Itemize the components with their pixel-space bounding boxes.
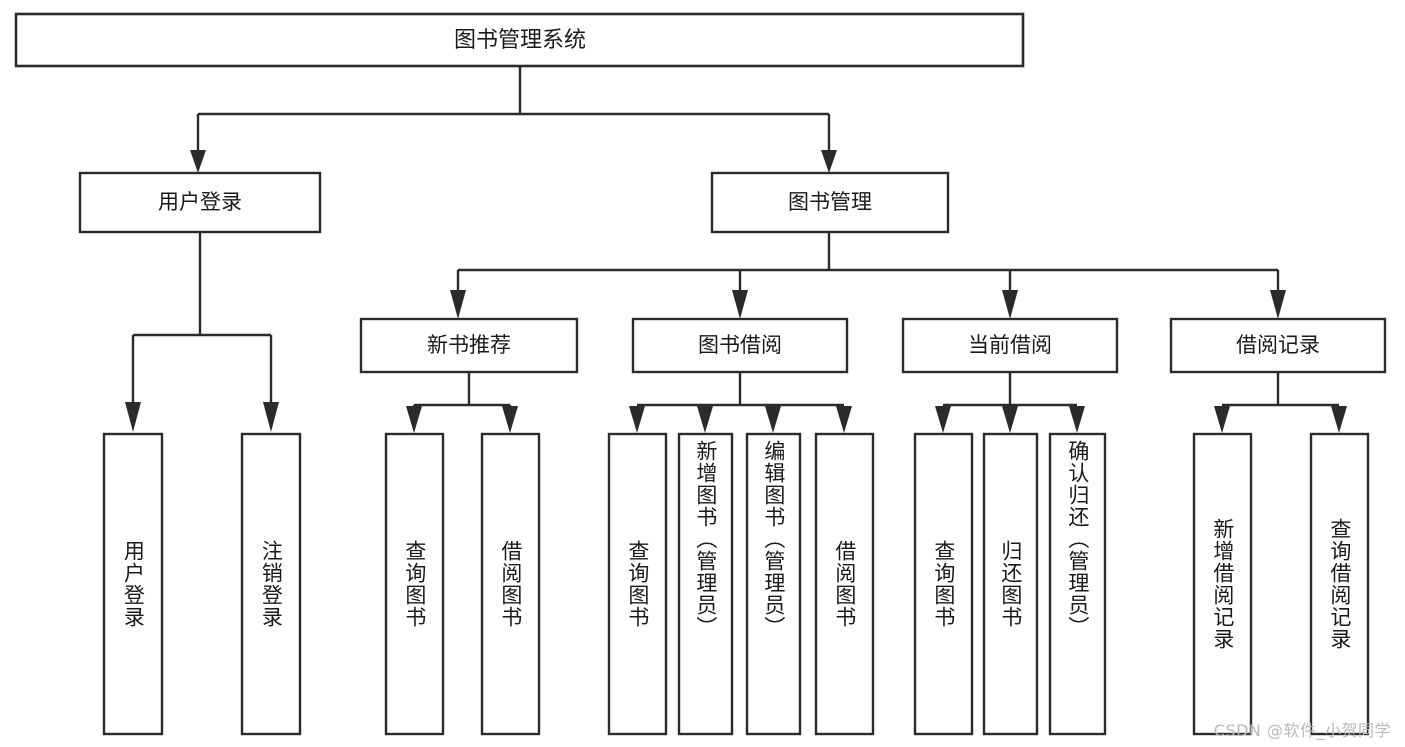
connector-group-new-book-recommend <box>406 372 518 433</box>
arrow-head-borrow-record <box>1270 290 1286 319</box>
node-new-book-recommend-box[interactable] <box>359 317 579 374</box>
arrow-head-leaf-return-book <box>1002 406 1018 433</box>
arrow-head-leaf-confirm-return <box>1069 406 1085 433</box>
node-book-management-label: 图书管理 <box>788 190 872 214</box>
node-leaf-add-record-box[interactable] <box>1192 432 1253 736</box>
node-user-login[interactable]: 用户登录 <box>78 171 322 234</box>
arrow-head-leaf-borrow-book-2 <box>836 406 852 433</box>
connector-group-root <box>190 65 837 173</box>
arrow-head-leaf-query-book-1 <box>406 406 422 433</box>
node-book-borrow[interactable]: 图书借阅 <box>631 317 849 374</box>
connector-group-book-borrow <box>629 372 852 433</box>
node-leaf-confirm-return-box[interactable] <box>1048 432 1107 736</box>
arrow-head-new-book-recommend <box>450 290 466 319</box>
node-leaf-query-book-1-box[interactable] <box>384 432 445 736</box>
node-leaf-user-login-box[interactable] <box>102 432 164 736</box>
leaf-boxes <box>102 432 1370 736</box>
arrow-head-leaf-query-record <box>1331 406 1347 433</box>
node-book-management[interactable]: 图书管理 <box>710 171 950 234</box>
node-current-borrow-box[interactable] <box>901 317 1119 374</box>
connector-group-borrow-record <box>1214 372 1347 433</box>
node-leaf-borrow-book-2-box[interactable] <box>814 432 875 736</box>
node-user-login-box[interactable] <box>78 171 322 234</box>
node-leaf-add-book-box[interactable] <box>677 432 734 736</box>
node-root-label: 图书管理系统 <box>454 28 586 53</box>
node-leaf-logout-login-box[interactable] <box>240 432 302 736</box>
node-current-borrow-label: 当前借阅 <box>968 333 1052 357</box>
node-borrow-record-label: 借阅记录 <box>1236 333 1320 357</box>
csdn-watermark: CSDN @软件_小贺同学 <box>1213 721 1391 740</box>
node-root[interactable]: 图书管理系统 <box>14 12 1025 68</box>
node-root-box[interactable] <box>14 12 1025 68</box>
arrow-head-leaf-borrow-book-1 <box>502 406 518 433</box>
node-book-borrow-box[interactable] <box>631 317 849 374</box>
arrow-head-leaf-query-book-3 <box>935 406 951 433</box>
arrow-head-user-login <box>190 150 206 173</box>
node-leaf-query-book-2-box[interactable] <box>607 432 668 736</box>
connector-group-book-management <box>450 232 1286 319</box>
arrow-head-leaf-add-record <box>1214 406 1230 433</box>
node-borrow-record[interactable]: 借阅记录 <box>1169 317 1387 374</box>
arrow-head-leaf-query-book-2 <box>629 406 645 433</box>
connector-group-current-borrow <box>935 372 1085 433</box>
arrow-head-current-borrow <box>1002 290 1018 319</box>
arrow-head-leaf-logout-login <box>263 402 279 432</box>
node-new-book-recommend[interactable]: 新书推荐 <box>359 317 579 374</box>
node-leaf-query-book-3-box[interactable] <box>913 432 974 736</box>
node-leaf-query-record-box[interactable] <box>1309 432 1370 736</box>
arrow-head-leaf-user-login <box>125 402 141 432</box>
node-leaf-return-book-box[interactable] <box>982 432 1039 736</box>
arrow-head-leaf-edit-book <box>765 406 781 433</box>
node-book-borrow-label: 图书借阅 <box>698 333 782 357</box>
node-user-login-label: 用户登录 <box>158 190 242 214</box>
node-leaf-edit-book-box[interactable] <box>745 432 802 736</box>
node-new-book-recommend-label: 新书推荐 <box>427 333 511 357</box>
node-leaf-borrow-book-1-box[interactable] <box>480 432 541 736</box>
arrow-head-book-borrow <box>732 290 748 319</box>
node-current-borrow[interactable]: 当前借阅 <box>901 317 1119 374</box>
arrow-head-book-management <box>821 150 837 173</box>
node-book-management-box[interactable] <box>710 171 950 234</box>
arrow-head-leaf-add-book <box>697 406 713 433</box>
node-borrow-record-box[interactable] <box>1169 317 1387 374</box>
connector-group-user-login <box>125 232 279 432</box>
